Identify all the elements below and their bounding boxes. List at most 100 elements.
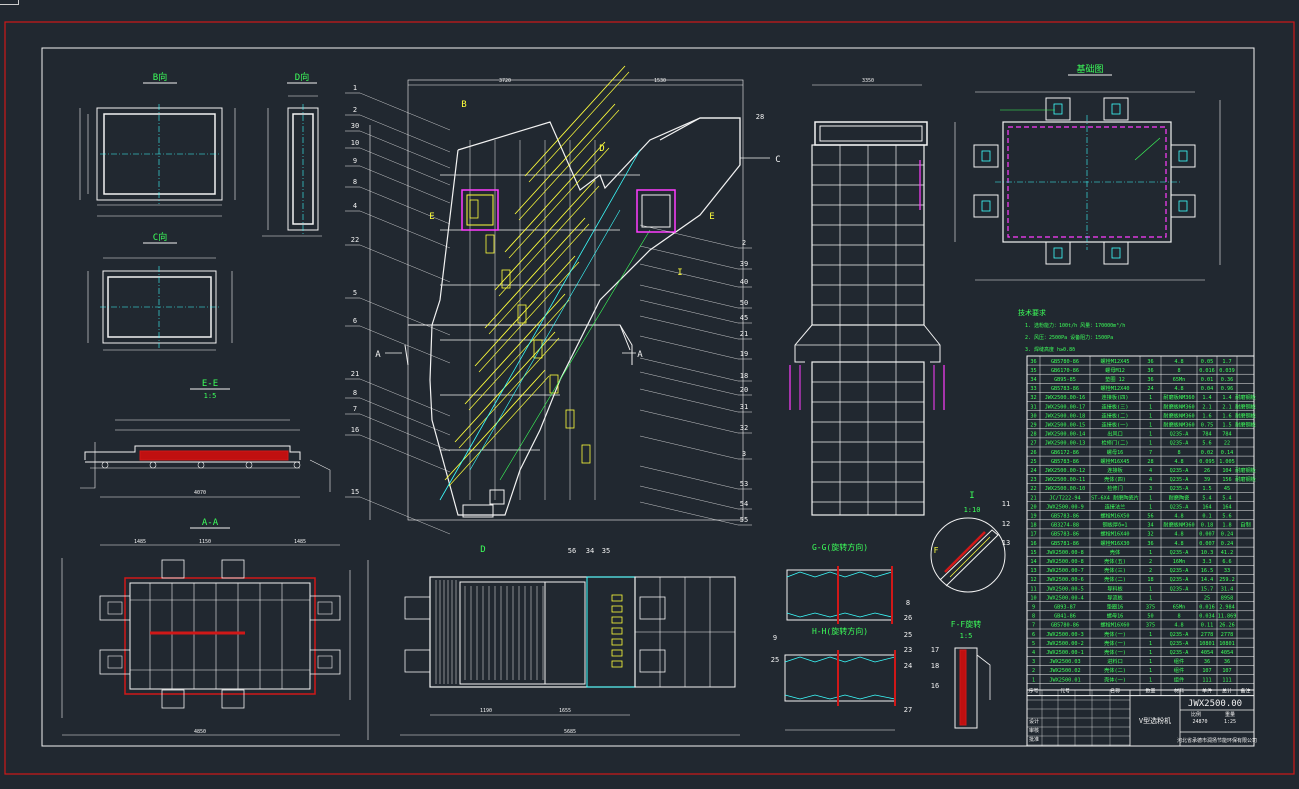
bom-cell: Q235-A: [1170, 477, 1190, 483]
view-d-bottom-slot: [611, 660, 623, 668]
view-d-bottom-lug: [404, 649, 431, 673]
bom-cell: 107: [1202, 668, 1211, 674]
bom-cell: 0.96: [1221, 386, 1234, 392]
bom-cell: JWX2500.00-18: [1045, 413, 1086, 419]
anchor-bolt: [1053, 247, 1063, 259]
view-d-bottom-dim-text: 1190: [480, 708, 492, 714]
view-d-bottom-slot: [611, 649, 623, 657]
bom-cell: GB6170-86: [1051, 368, 1079, 374]
bom-cell: 36: [1147, 541, 1153, 547]
bom-cell: 375: [1146, 623, 1155, 629]
bom-cell: 28: [1147, 459, 1153, 465]
bom-cell: 8958: [1221, 595, 1234, 601]
balloon-number: 18: [740, 372, 748, 380]
bom-cell: JWX2500.00-9: [1046, 504, 1083, 510]
side-top-box: [814, 121, 928, 146]
balloon-number: 16: [931, 682, 939, 690]
bom-cell: GB5783-86: [1051, 532, 1079, 538]
bom-cell: 16Mn: [1173, 559, 1186, 565]
balloon-leader: [639, 501, 739, 526]
bom-cell: 36: [1147, 359, 1153, 365]
balloon-number: 35: [602, 547, 610, 555]
foundation-leader: [1134, 137, 1161, 161]
view-d-bottom-lug: [639, 596, 666, 620]
bom-cell: 111: [1202, 677, 1211, 683]
bom-cell: 104: [1222, 468, 1231, 474]
balloon-number: 53: [740, 480, 748, 488]
bom-header-cell: 序号: [1028, 688, 1038, 695]
bom-cell: 耐磨钢板: [1235, 402, 1257, 410]
view-side-elevation: 3350: [789, 78, 945, 516]
balloon-leader: [639, 485, 739, 510]
bom-cell: 4.8: [1174, 386, 1183, 392]
balloon-leader: [359, 496, 451, 535]
bom-cell: 11: [1030, 586, 1036, 592]
bom-cell: 检修门(二): [1102, 439, 1129, 447]
balloon-leader: [639, 299, 739, 324]
bom-cell: ST-6X4 耐磨陶瓷片: [1091, 493, 1139, 501]
bom-cell: 2: [1032, 668, 1035, 674]
view-i-title: I: [969, 491, 974, 501]
bom-cell: 壳体(一): [1104, 630, 1126, 638]
notes-line: 2. 风压：2500Pa 设备阻力：1500Pa: [1025, 334, 1113, 341]
bom-cell: 0.016: [1199, 605, 1215, 611]
view-ee-dim-text: 4070: [194, 490, 206, 496]
view-foundation: 基础图: [954, 63, 1221, 281]
bom-cell: 0.039: [1219, 368, 1235, 374]
bom-cell: 36: [1224, 659, 1230, 665]
bom-header-cell: 名称: [1110, 688, 1120, 695]
bom-cell: 0.1: [1202, 514, 1211, 520]
inspection-door-frame: [641, 194, 671, 228]
balloon-number: 40: [740, 278, 748, 286]
bom-cell: 1: [1149, 641, 1152, 647]
balloon-number: 21: [740, 330, 748, 338]
balloon-leader: [359, 92, 451, 131]
bom-cell: JWX2500.00-1: [1046, 650, 1083, 656]
bom-cell: 4: [1149, 468, 1152, 474]
bom-cell: GB95-85: [1054, 377, 1076, 383]
bom-cell: GB5780-86: [1051, 359, 1079, 365]
bom-cell: 0.75: [1201, 423, 1214, 429]
bom-cell: 34: [1147, 523, 1153, 529]
view-i-scale: 1:10: [964, 506, 981, 514]
bom-cell: 7: [1032, 623, 1035, 629]
view-d-bottom-slot: [611, 594, 623, 602]
view-aa-lug: [99, 649, 131, 675]
bom-cell: GB5783-86: [1051, 514, 1079, 520]
bom-cell: 15.7: [1201, 586, 1214, 592]
bom-cell: 0.007: [1199, 532, 1215, 538]
bom-cell: 15: [1030, 550, 1036, 556]
view-d-bottom-panel: [586, 576, 636, 688]
side-dim-text: 3350: [862, 78, 874, 84]
bom-cell: 4054: [1201, 650, 1214, 656]
louver-slot: [501, 269, 511, 289]
bom-cell: 耐磨陶瓷: [1169, 493, 1190, 501]
balloon-number: 23: [904, 646, 912, 654]
view-d-bottom-frame: [429, 576, 636, 688]
balloon-leader: [639, 335, 739, 360]
balloon-leader: [359, 130, 451, 169]
view-ee-profile: [84, 445, 301, 460]
louver-blade: [484, 217, 586, 329]
view-ff-title: F-F旋转: [951, 619, 981, 629]
bom-cell: 5.6: [1202, 441, 1211, 447]
section-marker-c: C: [775, 155, 780, 165]
balloon-number: 22: [351, 236, 359, 244]
louver-slot: [581, 444, 591, 464]
balloon-number: 24: [904, 662, 912, 670]
bom-cell: 22: [1030, 486, 1036, 492]
bom-cell: 连接板(三): [1102, 402, 1129, 410]
bom-cell: 1: [1149, 423, 1152, 429]
outlet-duct: [659, 117, 741, 165]
bom-cell: JWX2500.01: [1049, 677, 1080, 683]
view-aa-lug-hole: [107, 601, 123, 615]
bom-cell: 10801: [1199, 641, 1215, 647]
balloon-number: 10: [351, 139, 359, 147]
anchor-bolt: [1178, 200, 1188, 212]
bom-cell: 4.8: [1174, 623, 1183, 629]
bom-cell: 1: [1149, 395, 1152, 401]
bom-cell: 5.4: [1222, 495, 1231, 501]
